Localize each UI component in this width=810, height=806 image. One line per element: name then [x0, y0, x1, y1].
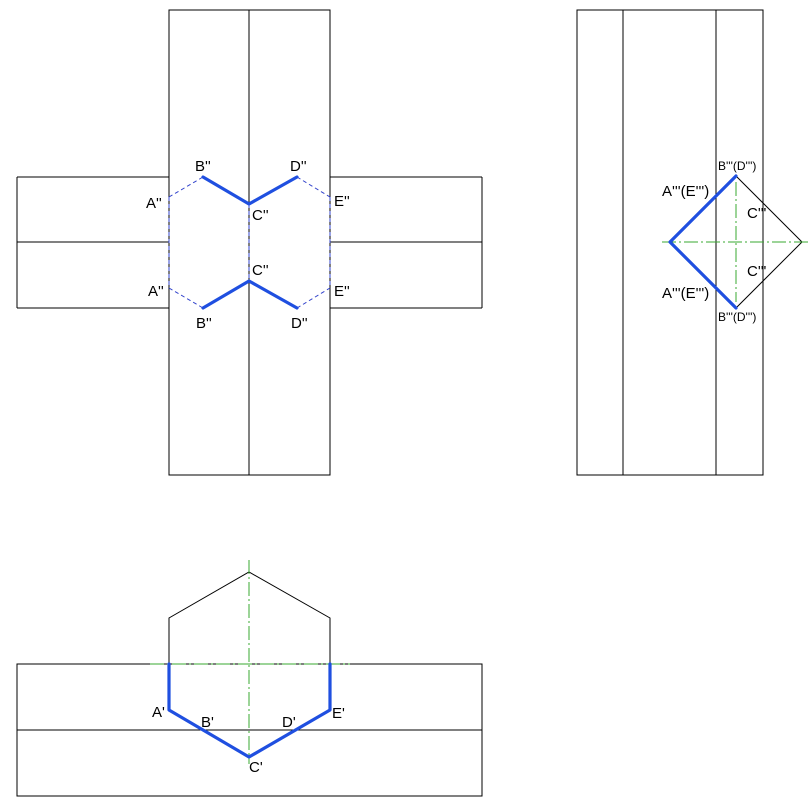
label-b: B' [201, 714, 214, 731]
label-e: E'' [334, 193, 350, 210]
side-intersection-curve [668, 174, 738, 310]
label-d: D'' [290, 158, 307, 175]
label-d: D'' [291, 315, 308, 332]
label-a: A' [152, 704, 165, 721]
front-lower-labels: A'' B'' C'' D'' E'' [148, 262, 350, 332]
label-d: D' [282, 714, 296, 731]
label-e: E'' [334, 283, 350, 300]
front-view: A'' B'' C'' D'' E'' A'' B'' C'' D'' E'' [16, 9, 483, 476]
label-c: C'' [252, 262, 269, 279]
top-view: A' B' C' D' E' [16, 560, 483, 797]
label-c: C'' [252, 207, 269, 224]
label-b: B'' [196, 315, 212, 332]
label-b: B'' [195, 158, 211, 175]
label-c-bottom: C''' [747, 263, 767, 280]
hidden-line [168, 287, 204, 309]
label-a: A'' [148, 283, 164, 300]
horizontal-prism-outline [16, 176, 483, 309]
label-e: E' [332, 705, 345, 722]
front-lower-intersection-curve [201, 279, 299, 310]
front-upper-intersection-curve [201, 175, 299, 206]
label-bd-bottom: B'''(D''') [718, 310, 756, 324]
label-ae-top: A'''(E''') [662, 183, 709, 200]
label-bd-top: B'''(D''') [718, 159, 756, 173]
top-intersection-curve [167, 662, 332, 759]
side-view: B'''(D''') A'''(E''') C''' C''' A'''(E''… [576, 9, 808, 476]
label-c-top: C''' [747, 205, 767, 222]
front-upper-labels: A'' B'' C'' D'' E'' [146, 158, 350, 224]
label-c: C' [249, 759, 263, 776]
hidden-line [296, 176, 331, 198]
hidden-line [296, 287, 331, 309]
front-hidden-lines [168, 176, 331, 309]
label-ae-bottom: A'''(E''') [662, 285, 709, 302]
label-a: A'' [146, 195, 162, 212]
hidden-line [168, 176, 204, 198]
